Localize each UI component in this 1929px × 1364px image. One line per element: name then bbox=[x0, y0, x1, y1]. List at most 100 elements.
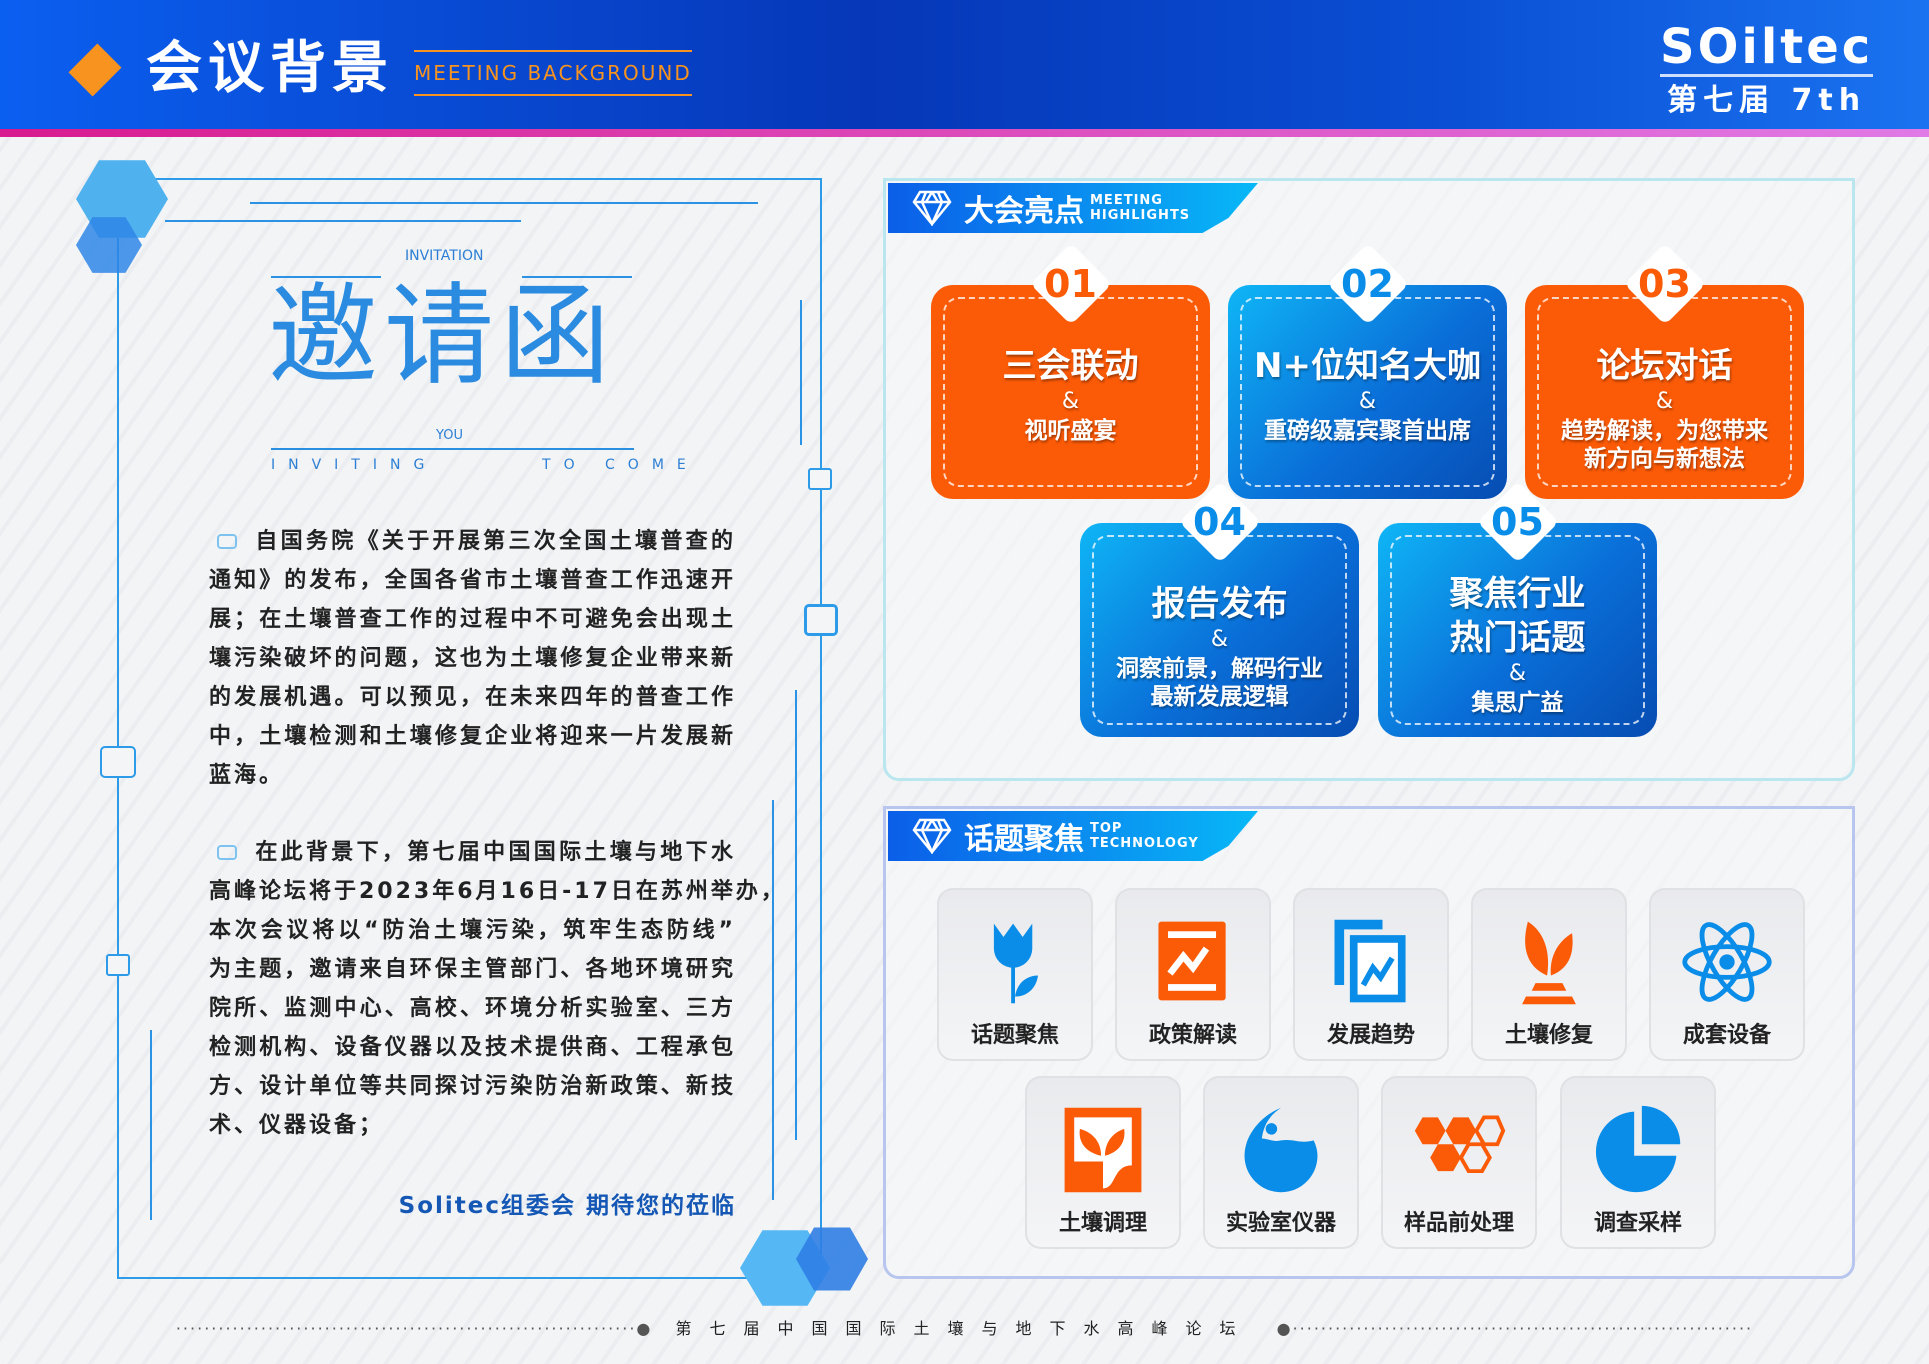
card-title: 三会联动 bbox=[1002, 346, 1139, 386]
plant-pot-icon bbox=[1064, 1107, 1142, 1193]
invitation-you: YOU bbox=[436, 428, 463, 443]
topic-tile: 实验室仪器 bbox=[1203, 1076, 1359, 1249]
card-ampersand: & bbox=[1061, 389, 1080, 414]
card-number: 01 bbox=[1044, 262, 1097, 306]
bullet-icon bbox=[217, 534, 237, 549]
paragraph-text: 高峰论坛将于2023年6月16日-17日在苏州举办， bbox=[209, 879, 786, 904]
topic-tile: 发展趋势 bbox=[1293, 888, 1449, 1061]
frame-line bbox=[795, 690, 797, 1140]
card-title-2: 热门话题 bbox=[1449, 618, 1586, 658]
highlights-title: 大会亮点 bbox=[964, 194, 1084, 229]
paragraph-line: 中，土壤检测和土壤修复企业将迎来一片发展新 bbox=[209, 717, 736, 756]
highlight-card: 01 三会联动 & 视听盛宴 bbox=[931, 242, 1210, 499]
paragraph-text: 在此背景下，第七届中国国际土壤与地下水 bbox=[255, 840, 736, 865]
card-subtitle: 新方向与新想法 bbox=[1584, 446, 1745, 472]
logo: SOiltec 第七届 7th bbox=[1660, 19, 1874, 119]
invitation-title: 邀请函 bbox=[268, 272, 616, 400]
hexagon-decoration bbox=[796, 1227, 868, 1291]
topic-label: 样品前处理 bbox=[1403, 1211, 1514, 1236]
paragraph-line: 的发展机遇。可以预见，在未来四年的普查工作 bbox=[209, 678, 736, 717]
card-subtitle: 集思广益 bbox=[1471, 690, 1564, 716]
paragraph-line: 为主题，邀请来自环保主管部门、各地环境研究 bbox=[209, 950, 736, 989]
topics-en1: TOP bbox=[1090, 821, 1123, 836]
frame-node bbox=[804, 604, 838, 636]
topic-tile: 话题聚焦 bbox=[937, 888, 1093, 1061]
topic-tile: 土壤调理 bbox=[1025, 1076, 1181, 1249]
paragraph-line: 在此背景下，第七届中国国际土壤与地下水 bbox=[209, 833, 736, 872]
frame-line bbox=[165, 220, 521, 222]
card-subtitle: 趋势解读，为您带来 bbox=[1561, 418, 1768, 444]
paragraph-line: 术、仪器设备； bbox=[209, 1106, 736, 1145]
paragraph-text: 展；在土壤普查工作的过程中不可避免会出现土 bbox=[209, 607, 736, 632]
topic-label: 政策解读 bbox=[1148, 1023, 1237, 1048]
topics-title: 话题聚焦 bbox=[964, 822, 1084, 857]
frame-node bbox=[100, 746, 136, 778]
paragraph-line: 高峰论坛将于2023年6月16日-17日在苏州举办， bbox=[209, 872, 783, 911]
paragraph-line: 展；在土壤普查工作的过程中不可避免会出现土 bbox=[209, 600, 736, 639]
card-subtitle: 最新发展逻辑 bbox=[1150, 684, 1289, 710]
invitation-label: INVITATION bbox=[405, 248, 484, 264]
topic-label: 话题聚焦 bbox=[970, 1023, 1059, 1048]
paragraph-line: 本次会议将以“防治土壤污染，筑牢生态防线” bbox=[209, 911, 736, 950]
frame-line bbox=[800, 300, 802, 445]
paragraph-text: 检测机构、设备仪器以及技术提供商、工程承包 bbox=[209, 1035, 736, 1060]
paragraph-line: 检测机构、设备仪器以及技术提供商、工程承包 bbox=[209, 1028, 736, 1067]
paragraph-text: 自国务院《关于开展第三次全国土壤普查的 bbox=[255, 529, 736, 554]
card-ampersand: & bbox=[1358, 389, 1377, 414]
logo-text: SOiltec bbox=[1660, 19, 1874, 77]
footer-dots: ········································… bbox=[175, 1319, 653, 1338]
card-title: 论坛对话 bbox=[1596, 346, 1733, 386]
topic-label: 土壤调理 bbox=[1058, 1211, 1147, 1236]
card-title: 聚焦行业 bbox=[1449, 574, 1586, 614]
paragraph-text: 术、仪器设备； bbox=[209, 1113, 385, 1138]
card-number: 03 bbox=[1638, 262, 1691, 306]
frame-line bbox=[522, 276, 632, 278]
paragraph-text: 方、设计单位等共同探讨污染防治新政策、新技 bbox=[209, 1074, 736, 1099]
card-ampersand: & bbox=[1210, 627, 1229, 652]
bullet-icon bbox=[217, 845, 237, 860]
topic-label: 实验室仪器 bbox=[1225, 1211, 1336, 1236]
page-title: 会议背景 bbox=[146, 36, 394, 101]
paragraph-line: 方、设计单位等共同探讨污染防治新政策、新技 bbox=[209, 1067, 736, 1106]
topic-tile: 调查采样 bbox=[1560, 1076, 1716, 1249]
topic-label: 调查采样 bbox=[1593, 1211, 1682, 1236]
topic-label: 土壤修复 bbox=[1504, 1023, 1593, 1048]
frame-node bbox=[106, 954, 130, 976]
topic-tile: 土壤修复 bbox=[1471, 888, 1627, 1061]
footer: ········································… bbox=[0, 1315, 1929, 1339]
card-ampersand: & bbox=[1508, 661, 1527, 686]
card-subtitle: 视听盛宴 bbox=[1024, 418, 1117, 444]
topics-en2: TECHNOLOGY bbox=[1090, 836, 1199, 851]
paragraph-text: 为主题，邀请来自环保主管部门、各地环境研究 bbox=[209, 957, 736, 982]
paragraph-text: 通知》的发布，全国各省市土壤普查工作迅速开 bbox=[209, 568, 736, 593]
card-number: 02 bbox=[1341, 262, 1394, 306]
edition-label: 第七届 7th bbox=[1667, 83, 1867, 118]
paragraph-text: 本次会议将以“防治土壤污染，筑牢生态防线” bbox=[209, 918, 736, 943]
card-subtitle: 洞察前景，解码行业 bbox=[1116, 656, 1323, 682]
paragraph-2: 在此背景下，第七届中国国际土壤与地下水高峰论坛将于2023年6月16日-17日在… bbox=[209, 833, 783, 1145]
paragraph-text: 院所、监测中心、高校、环境分析实验室、三方 bbox=[209, 996, 736, 1021]
topic-label: 成套设备 bbox=[1682, 1023, 1771, 1048]
card-title: N+位知名大咖 bbox=[1254, 346, 1481, 386]
diamond-gem-icon bbox=[912, 190, 952, 226]
header-banner bbox=[0, 0, 1929, 130]
paragraph-line: 院所、监测中心、高校、环境分析实验室、三方 bbox=[209, 989, 736, 1028]
highlights-en2: HIGHLIGHTS bbox=[1090, 208, 1191, 223]
card-subtitle: 重磅级嘉宾聚首出席 bbox=[1264, 418, 1471, 444]
diamond-gem-icon bbox=[912, 818, 952, 854]
topic-label: 发展趋势 bbox=[1326, 1023, 1415, 1048]
atom-icon bbox=[1682, 922, 1772, 1002]
sprout-icon bbox=[1522, 921, 1576, 1005]
frame-node bbox=[808, 468, 832, 490]
chart-document-icon bbox=[1158, 921, 1226, 1001]
highlights-en1: MEETING bbox=[1090, 193, 1163, 208]
topic-tile: 政策解读 bbox=[1115, 888, 1271, 1061]
paragraph-text: 蓝海。 bbox=[209, 763, 285, 788]
